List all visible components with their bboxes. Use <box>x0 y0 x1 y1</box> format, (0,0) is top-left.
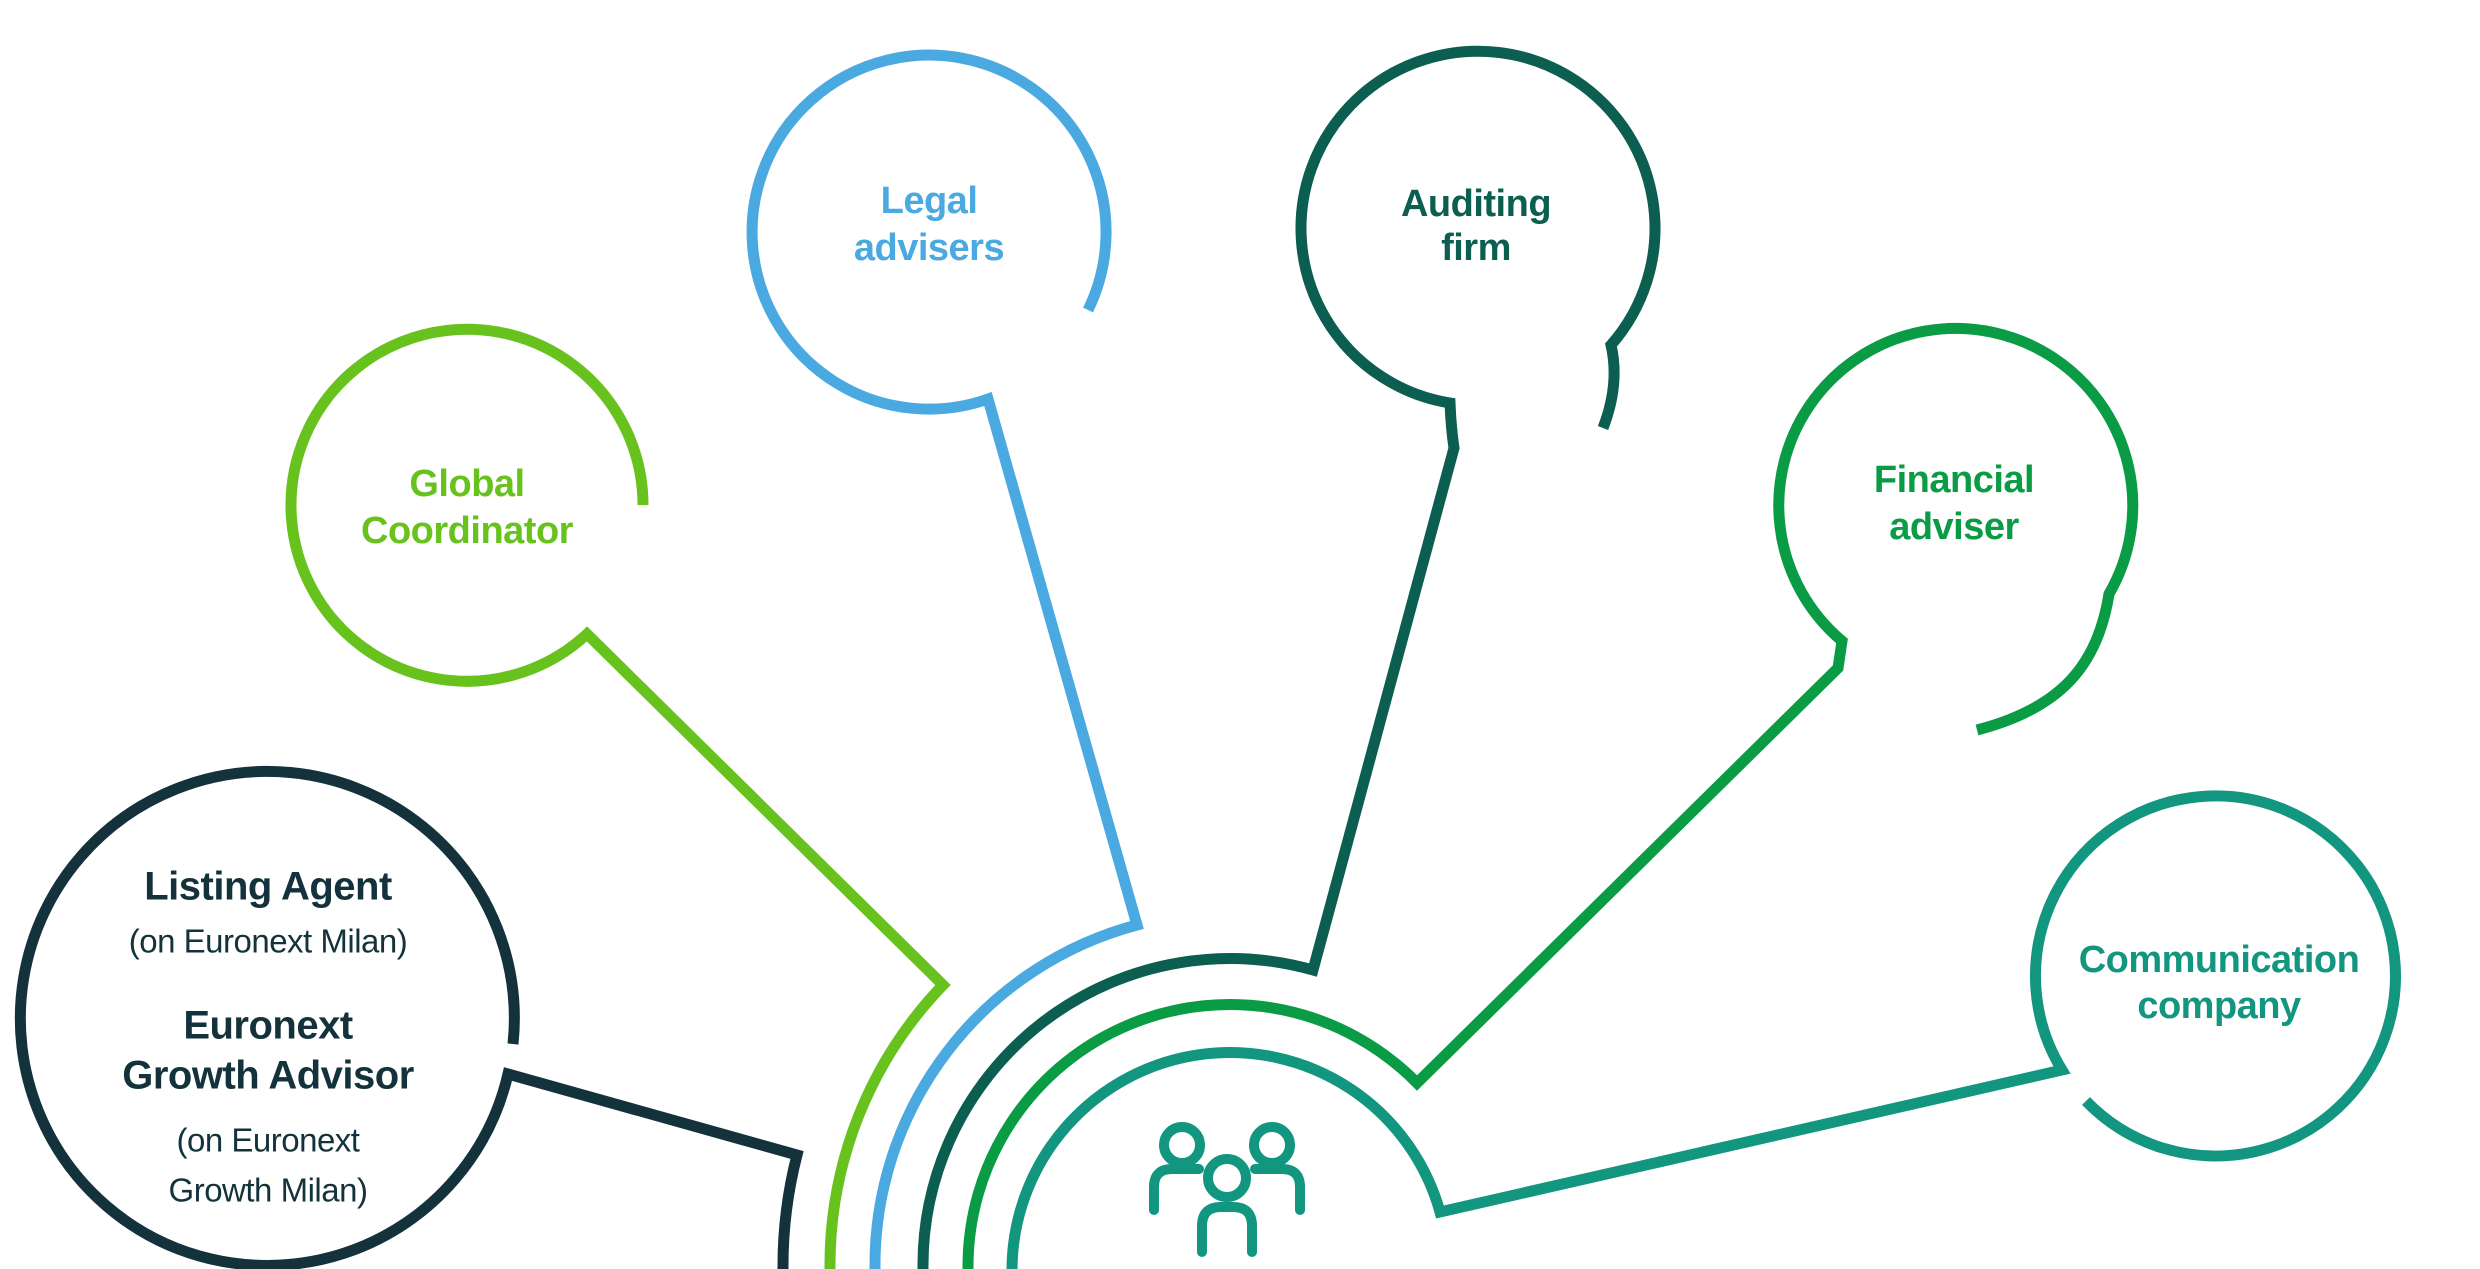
global-coordinator-bubble-outline <box>285 323 951 1269</box>
communication-company-label-line1: Communication <box>2079 939 2360 981</box>
legal-advisers-label-line1: Legal <box>881 180 978 222</box>
auditing-firm-bubble-outline <box>917 45 1661 1269</box>
bubble-auditing-firm: Auditing firm <box>917 45 1661 1269</box>
auditing-firm-label-line1: Auditing <box>1401 183 1551 225</box>
people-icon-right-head <box>1249 1122 1295 1168</box>
bubble-listing-agent: Listing Agent (on Euronext Milan) Eurone… <box>14 765 804 1269</box>
bubble-communication-company: Communication company <box>1006 790 2401 1269</box>
listing-agent-bubble-outline <box>14 765 804 1269</box>
growth-advisor-subtitle-line1: (on Euronext <box>177 1122 360 1159</box>
people-icon-left-shoulder <box>1149 1164 1204 1215</box>
people-icon <box>1149 1122 1305 1257</box>
people-icon-center-head <box>1203 1154 1251 1202</box>
growth-advisor-title-line2: Growth Advisor <box>122 1054 414 1098</box>
auditing-firm-label-line2: firm <box>1441 227 1511 269</box>
bubble-legal-advisers: Legal advisers <box>746 49 1144 1269</box>
communication-company-label-line2: company <box>2137 985 2301 1027</box>
global-coordinator-label-line1: Global <box>409 463 524 505</box>
legal-advisers-bubble-outline <box>746 49 1144 1269</box>
listing-agent-title: Listing Agent <box>144 865 392 909</box>
financial-adviser-bubble-outline <box>962 322 2139 1269</box>
financial-adviser-label-line2: adviser <box>1889 506 2019 548</box>
bubble-financial-adviser: Financial adviser <box>962 322 2139 1269</box>
growth-advisor-title-line1: Euronext <box>183 1004 353 1048</box>
growth-advisor-subtitle-line2: Growth Milan) <box>169 1172 368 1209</box>
global-coordinator-label-line2: Coordinator <box>361 510 574 552</box>
listing-agent-subtitle: (on Euronext Milan) <box>129 923 407 960</box>
people-icon-right-shoulder <box>1250 1164 1305 1215</box>
people-icon-center-torso <box>1197 1202 1257 1257</box>
bubble-global-coordinator: Global Coordinator <box>285 323 951 1269</box>
communication-company-bubble-outline <box>1006 790 2401 1269</box>
people-icon-left-head <box>1159 1122 1205 1168</box>
legal-advisers-label-line2: advisers <box>854 227 1004 269</box>
financial-adviser-label-line1: Financial <box>1874 459 2034 501</box>
